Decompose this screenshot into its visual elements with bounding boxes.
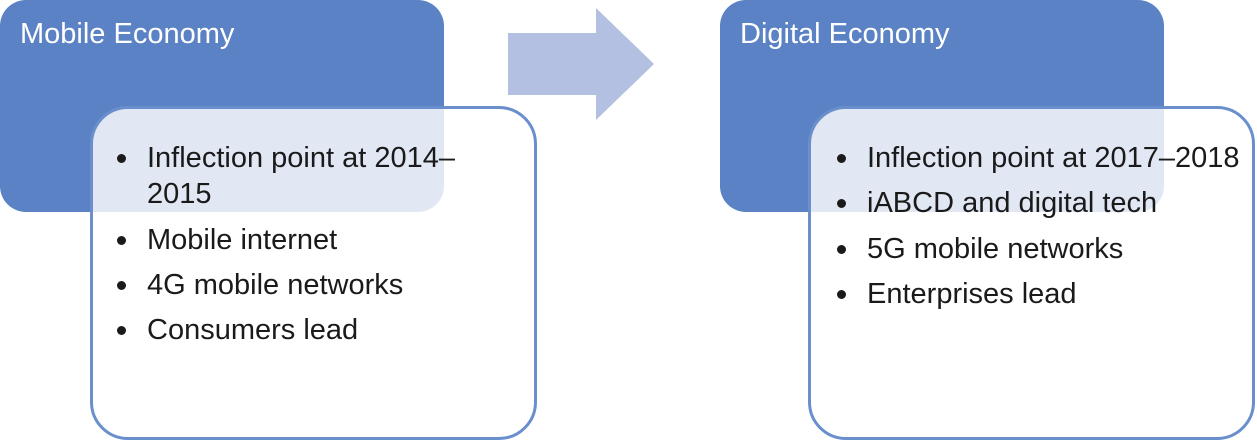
- bullet-icon: [117, 280, 126, 290]
- mobile-economy-list: Inflection point at 2014–2015 Mobile int…: [115, 140, 515, 357]
- list-item: Consumers lead: [115, 312, 515, 348]
- digital-economy-details-box: [808, 106, 1255, 440]
- list-item: Mobile internet: [115, 222, 515, 258]
- list-item: 4G mobile networks: [115, 267, 515, 303]
- arrow-shape: [508, 8, 654, 120]
- list-item: Enterprises lead: [835, 276, 1245, 312]
- list-item: Inflection point at 2017–2018: [835, 140, 1245, 176]
- bullet-icon: [837, 289, 846, 299]
- bullet-icon: [837, 244, 846, 254]
- list-item: iABCD and digital tech: [835, 185, 1245, 221]
- mobile-economy-details-box: [90, 106, 537, 440]
- bullet-icon: [117, 326, 126, 335]
- list-item: Inflection point at 2014–2015: [115, 140, 515, 213]
- mobile-economy-title: Mobile Economy: [20, 18, 235, 50]
- list-item: 5G mobile networks: [835, 231, 1245, 267]
- bullet-icon: [117, 235, 126, 245]
- bullet-icon: [837, 199, 846, 209]
- digital-economy-title: Digital Economy: [740, 18, 950, 50]
- bullet-icon: [837, 154, 846, 163]
- right-arrow-icon: [508, 8, 654, 120]
- digital-economy-list: Inflection point at 2017–2018 iABCD and …: [835, 140, 1245, 321]
- bullet-icon: [117, 154, 126, 163]
